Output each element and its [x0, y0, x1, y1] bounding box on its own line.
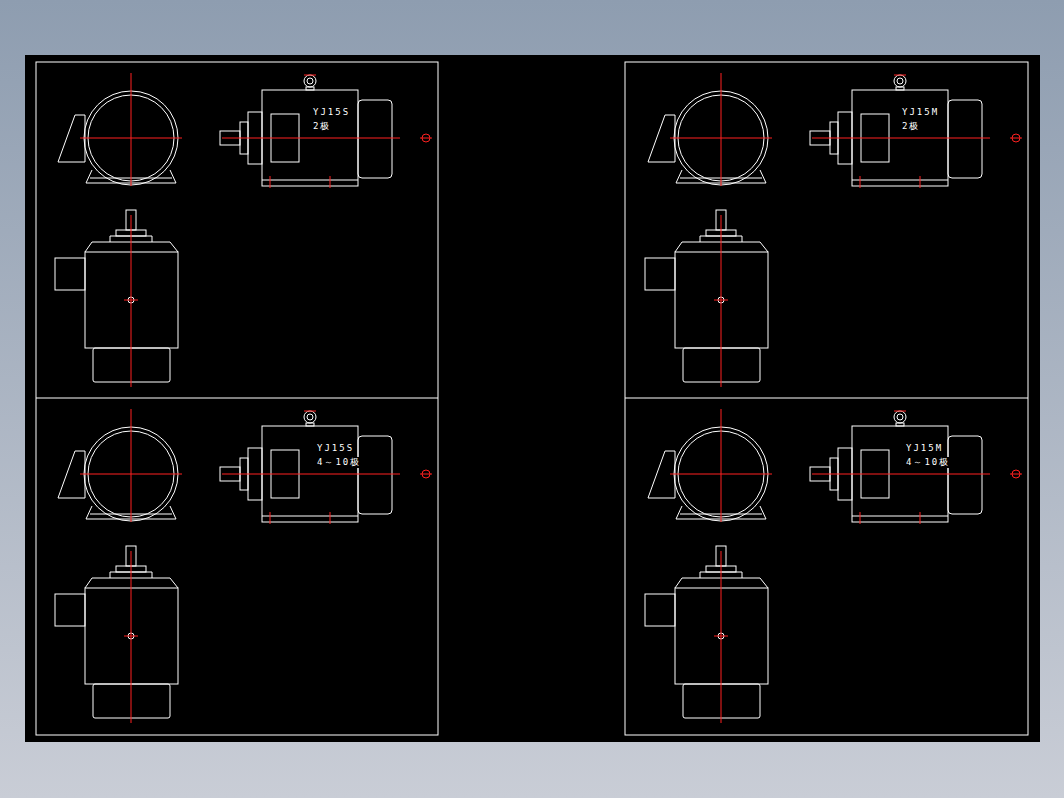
model-label: 2极 [901, 121, 921, 132]
model-label: YJ15M [905, 443, 944, 454]
model-label: 2极 [312, 121, 332, 132]
model-label: YJ15M [901, 107, 940, 118]
model-label: YJ15S [316, 443, 355, 454]
model-label: YJ15S [312, 107, 351, 118]
model-label: 4～10极 [316, 457, 362, 468]
model-label: 4～10极 [905, 457, 951, 468]
